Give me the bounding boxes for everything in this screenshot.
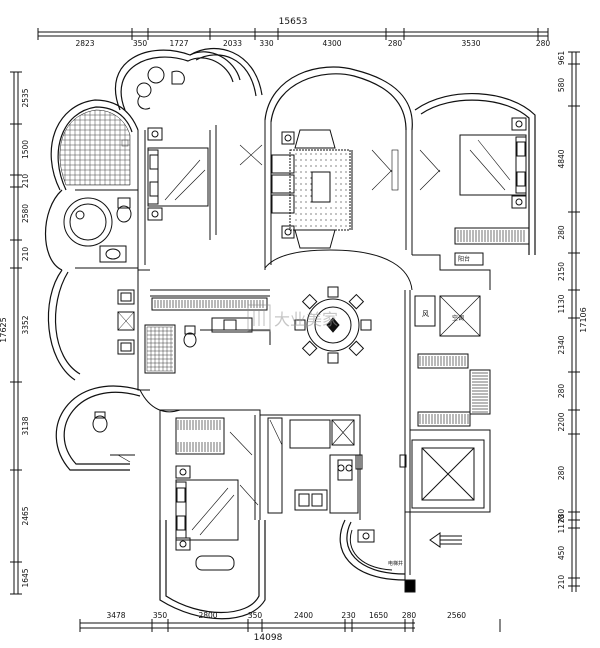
left-middle-room: [117, 289, 197, 374]
top-dim-segment-label: 3530: [461, 39, 480, 48]
wardrobe-bedroom-2: [454, 227, 530, 245]
left-dim-segment-label: 210: [21, 174, 30, 189]
left-dim-segment-label: 1645: [21, 568, 30, 587]
washbasin-hall: [211, 317, 253, 333]
right-dim-segment-label: 2150: [557, 262, 566, 281]
toilet-lower: [92, 411, 135, 463]
small-door-panel: [454, 252, 484, 266]
bottom-dim-segment-label: 350: [153, 611, 168, 620]
kitchen: [267, 417, 363, 514]
top-dim-segment-label: 4300: [322, 39, 341, 48]
bottom-dimension: 14098 3478 350 2800 350 2400 230 1650 280 2560: [79, 611, 501, 643]
dining-chair: [327, 352, 339, 364]
bottom-dim-segment-label: 2560: [447, 611, 466, 620]
left-dim-total: 17625: [0, 317, 8, 342]
label-small-room: 阳台: [458, 255, 470, 263]
bottom-dim-segment-label: 3478: [106, 611, 125, 620]
label-elevator: 电梯井: [388, 560, 403, 567]
left-dim-segment-label: 3352: [21, 315, 30, 334]
bottom-dim-segment-label: 350: [248, 611, 263, 620]
toilet-upper: [116, 197, 132, 223]
right-dim-segment-label: 210: [557, 575, 566, 590]
bathtub: [63, 197, 113, 247]
right-dim-segment-label: 1130: [557, 294, 566, 313]
top-dim-total: 15653: [279, 17, 308, 27]
outer-walls: [45, 47, 536, 620]
bedroom-2-bed: [459, 117, 527, 209]
right-dim-segment-label: 280: [557, 509, 566, 524]
bottom-dim-segment-label: 2400: [294, 611, 313, 620]
door-swing-bedroom-3: [229, 431, 259, 506]
right-dim-segment-label: 280: [557, 466, 566, 481]
left-dimension: 17625 2535 1500 210 2580 210 3352 3138 2465 1645: [0, 71, 30, 595]
bottom-dim-segment-label: 280: [402, 611, 417, 620]
dining-chair: [327, 286, 339, 298]
top-dim-segment-label: 350: [133, 39, 148, 48]
right-dim-total: 17106: [579, 307, 588, 332]
dining-chair: [301, 340, 318, 357]
elevator-shaft: [399, 439, 490, 548]
bedroom-3-bed: [175, 465, 239, 571]
door-swing-bedroom-2: [419, 149, 441, 191]
label-hvac: 空调: [452, 314, 464, 322]
right-dim-segment-label: 280: [557, 225, 566, 240]
right-dimension: 17106 961 580 4840 280 2150 1130 2340 280 2200 28…: [557, 51, 588, 592]
left-dim-segment-label: 1500: [21, 140, 30, 159]
left-dim-segment-label: 210: [21, 247, 30, 262]
watermark-text: 大业美家: [274, 310, 338, 329]
shower-tile-floor: [59, 109, 131, 186]
door-swing-living: [371, 149, 399, 191]
bottom-dim-segment-label: 1650: [369, 611, 388, 620]
round-seats: [136, 66, 185, 110]
watermark: 大业美家: [247, 304, 338, 332]
top-dim-segment-label: 280: [536, 39, 551, 48]
right-dim-segment-label: 2200: [557, 412, 566, 431]
dining-chair: [294, 319, 306, 331]
dining-table: [294, 286, 372, 364]
dining-chair: [348, 340, 365, 357]
dining-chair: [348, 293, 365, 310]
left-dim-segment-label: 3138: [21, 416, 30, 435]
top-dim-segment-label: 2823: [75, 39, 94, 48]
top-dim-segment-label: 1727: [169, 39, 188, 48]
top-dim-segment-label: 280: [388, 39, 403, 48]
bottom-dim-total: 14098: [254, 633, 283, 643]
right-dim-segment-label: 1170: [557, 514, 566, 533]
bedroom-1-bed: [147, 127, 209, 221]
dining-chair: [360, 319, 372, 331]
wardrobe-bedroom-3: [175, 417, 225, 455]
living-sofa-set: [271, 129, 353, 249]
bottom-dim-segment-label: 230: [341, 611, 356, 620]
dining-chair: [301, 293, 318, 310]
curved-corridor-bench: [349, 529, 393, 571]
right-dim-segment-label: 280: [557, 384, 566, 399]
washbasin-upper: [75, 189, 138, 269]
wardrobe-hall: [151, 297, 268, 311]
left-dim-segment-label: 2535: [21, 88, 30, 107]
right-dim-segment-label: 961: [557, 51, 566, 66]
right-dim-segment-label: 580: [557, 78, 566, 93]
left-dim-segment-label: 2465: [21, 506, 30, 525]
inner-walls: [137, 120, 491, 593]
right-dim-segment-label: 2340: [557, 335, 566, 354]
top-dim-segment-label: 330: [259, 39, 274, 48]
right-dim-segment-label: 450: [557, 546, 566, 561]
right-dim-segment-label: 4840: [557, 149, 566, 168]
label-air: 风: [422, 310, 429, 318]
top-dim-segment-label: 2033: [223, 39, 242, 48]
top-dimension: 15653 2823 350 1727 2033 330 4300 280 3530 280: [37, 17, 551, 48]
door-swing-bedroom-1: [239, 144, 263, 166]
left-dim-segment-label: 2580: [21, 204, 30, 223]
right-utility: [414, 295, 491, 427]
bottom-dim-segment-label: 2800: [198, 611, 217, 620]
